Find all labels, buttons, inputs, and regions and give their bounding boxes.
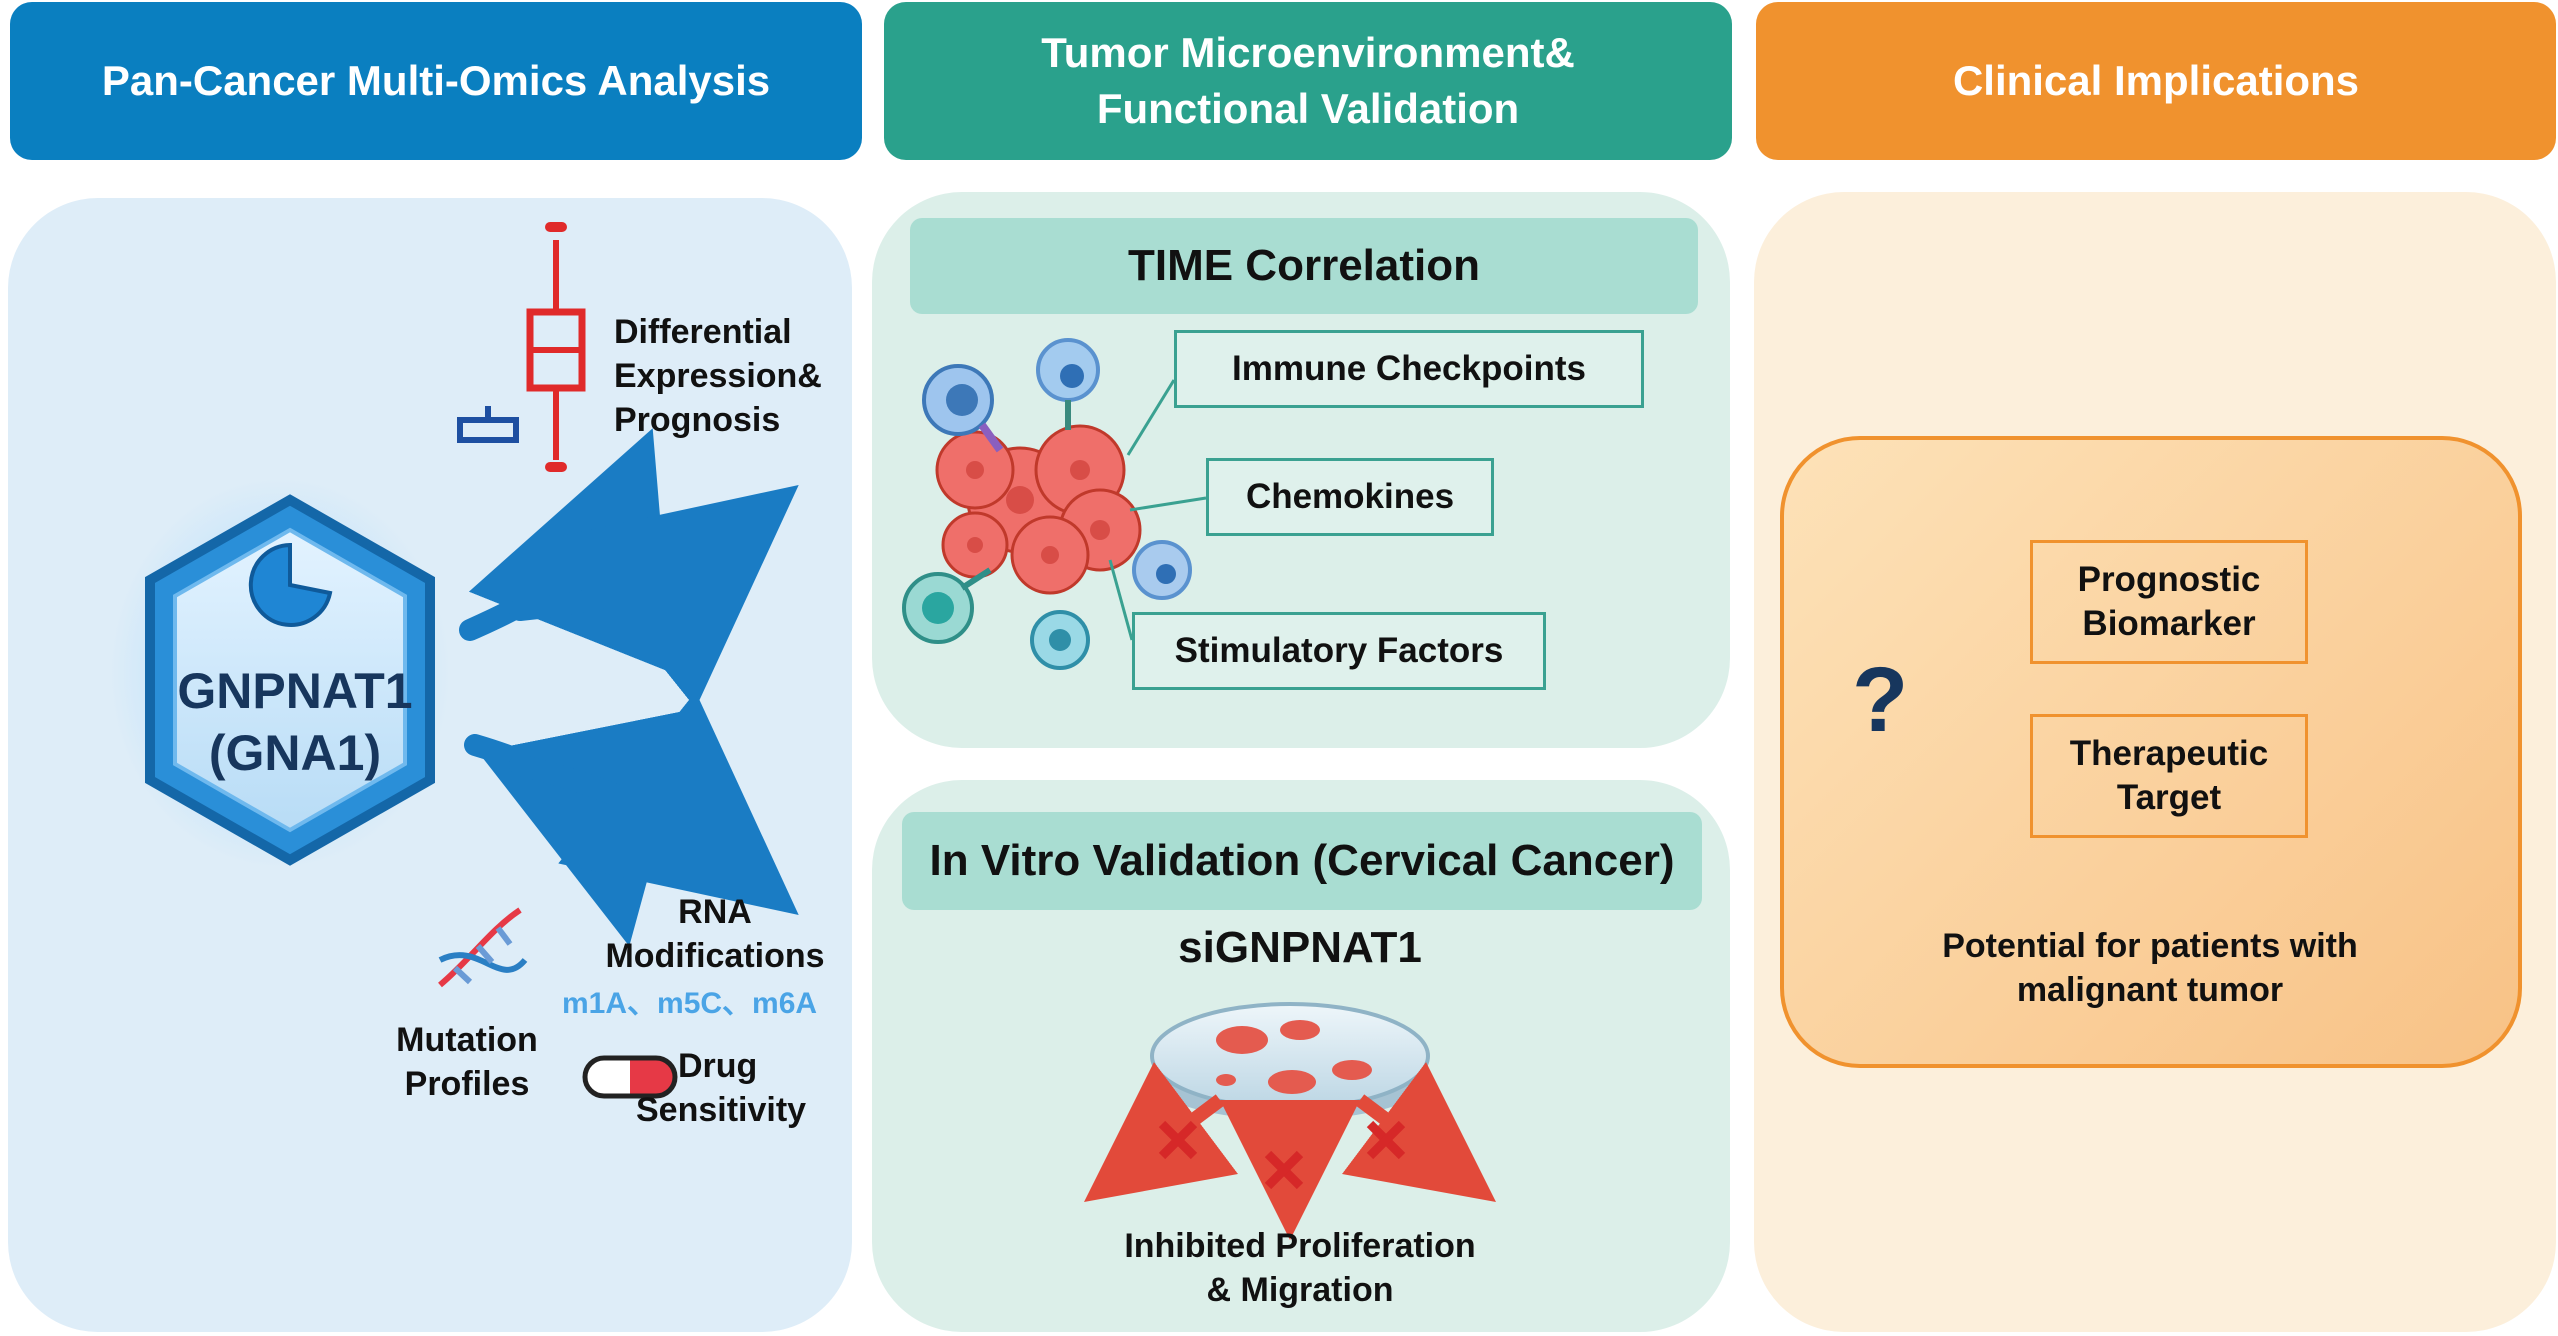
rna-modifications-label: RNA Modifications <box>590 890 840 978</box>
therapeutic-target-box: Therapeutic Target <box>2030 714 2308 838</box>
petri-dish-icon <box>1150 1002 1430 1120</box>
label-line: Expression& <box>614 357 822 395</box>
label-line: Profiles <box>404 1065 530 1103</box>
label-line: Sensitivity <box>636 1091 807 1129</box>
analysis-arrows <box>459 428 799 947</box>
in-vitro-title: In Vitro Validation (Cervical Cancer) <box>902 812 1702 910</box>
gene-alias: (GNA1) <box>208 725 382 781</box>
immune-checkpoints-box: Immune Checkpoints <box>1174 330 1644 408</box>
clinical-potential-box <box>1780 436 2522 1068</box>
label-line: malignant tumor <box>2016 971 2284 1009</box>
gene-hexagon-icon <box>110 478 450 868</box>
label-line: Target <box>2116 778 2222 817</box>
stimulatory-factors-box: Stimulatory Factors <box>1132 612 1546 690</box>
cross-icon <box>1158 1120 1406 1190</box>
label-line: Drug <box>678 1047 758 1085</box>
label-line: Prognostic <box>2077 560 2261 599</box>
tumor-immune-cells-icon <box>902 338 1207 670</box>
label-line: Biomarker <box>2082 604 2256 643</box>
header-clinical-implications: Clinical Implications <box>1756 2 2556 160</box>
drug-sensitivity-label: Drug Sensitivity <box>636 1044 806 1132</box>
label-line: Mutation <box>396 1021 538 1059</box>
header-line: Pan-Cancer Multi-Omics Analysis <box>101 57 771 104</box>
time-correlation-title: TIME Correlation <box>910 218 1698 314</box>
sirna-label: siGNPNAT1 <box>1178 923 1422 972</box>
header-line: Functional Validation <box>1096 85 1520 132</box>
header-line: Clinical Implications <box>1952 57 2360 104</box>
boxplot-icon <box>457 222 586 472</box>
gene-label: GNPNAT1 (GNA1) <box>150 660 440 784</box>
question-mark-icon: ? <box>1852 649 1909 751</box>
label-line: Prognosis <box>614 401 781 439</box>
label-line: Differential <box>614 313 792 351</box>
chemokines-box: Chemokines <box>1206 458 1494 536</box>
potential-patients-label: Potential for patients with malignant tu… <box>1880 924 2420 1012</box>
differential-expression-label: Differential Expression& Prognosis <box>614 310 822 442</box>
label-line: Modifications <box>605 937 825 975</box>
dna-icon <box>438 907 528 988</box>
prognostic-biomarker-box: Prognostic Biomarker <box>2030 540 2308 664</box>
rna-modification-types: m1A、m5C、m6A <box>562 987 818 1020</box>
inhibited-result-label: Inhibited Proliferation & Migration <box>1080 1224 1520 1312</box>
header-tumor-microenvironment: Tumor Microenvironment& Functional Valid… <box>884 2 1732 160</box>
mutation-profiles-label: Mutation Profiles <box>382 1018 552 1106</box>
header-pan-cancer: Pan-Cancer Multi-Omics Analysis <box>10 2 862 160</box>
label-line: Inhibited Proliferation <box>1124 1227 1476 1265</box>
label-line: Therapeutic <box>2069 734 2269 773</box>
header-line: Tumor Microenvironment& <box>1041 29 1575 76</box>
pill-icon <box>582 1055 678 1099</box>
label-line: Potential for patients with <box>1942 927 2358 965</box>
gene-name: GNPNAT1 <box>177 663 413 719</box>
label-line: RNA <box>678 893 752 931</box>
label-line: & Migration <box>1206 1271 1394 1309</box>
